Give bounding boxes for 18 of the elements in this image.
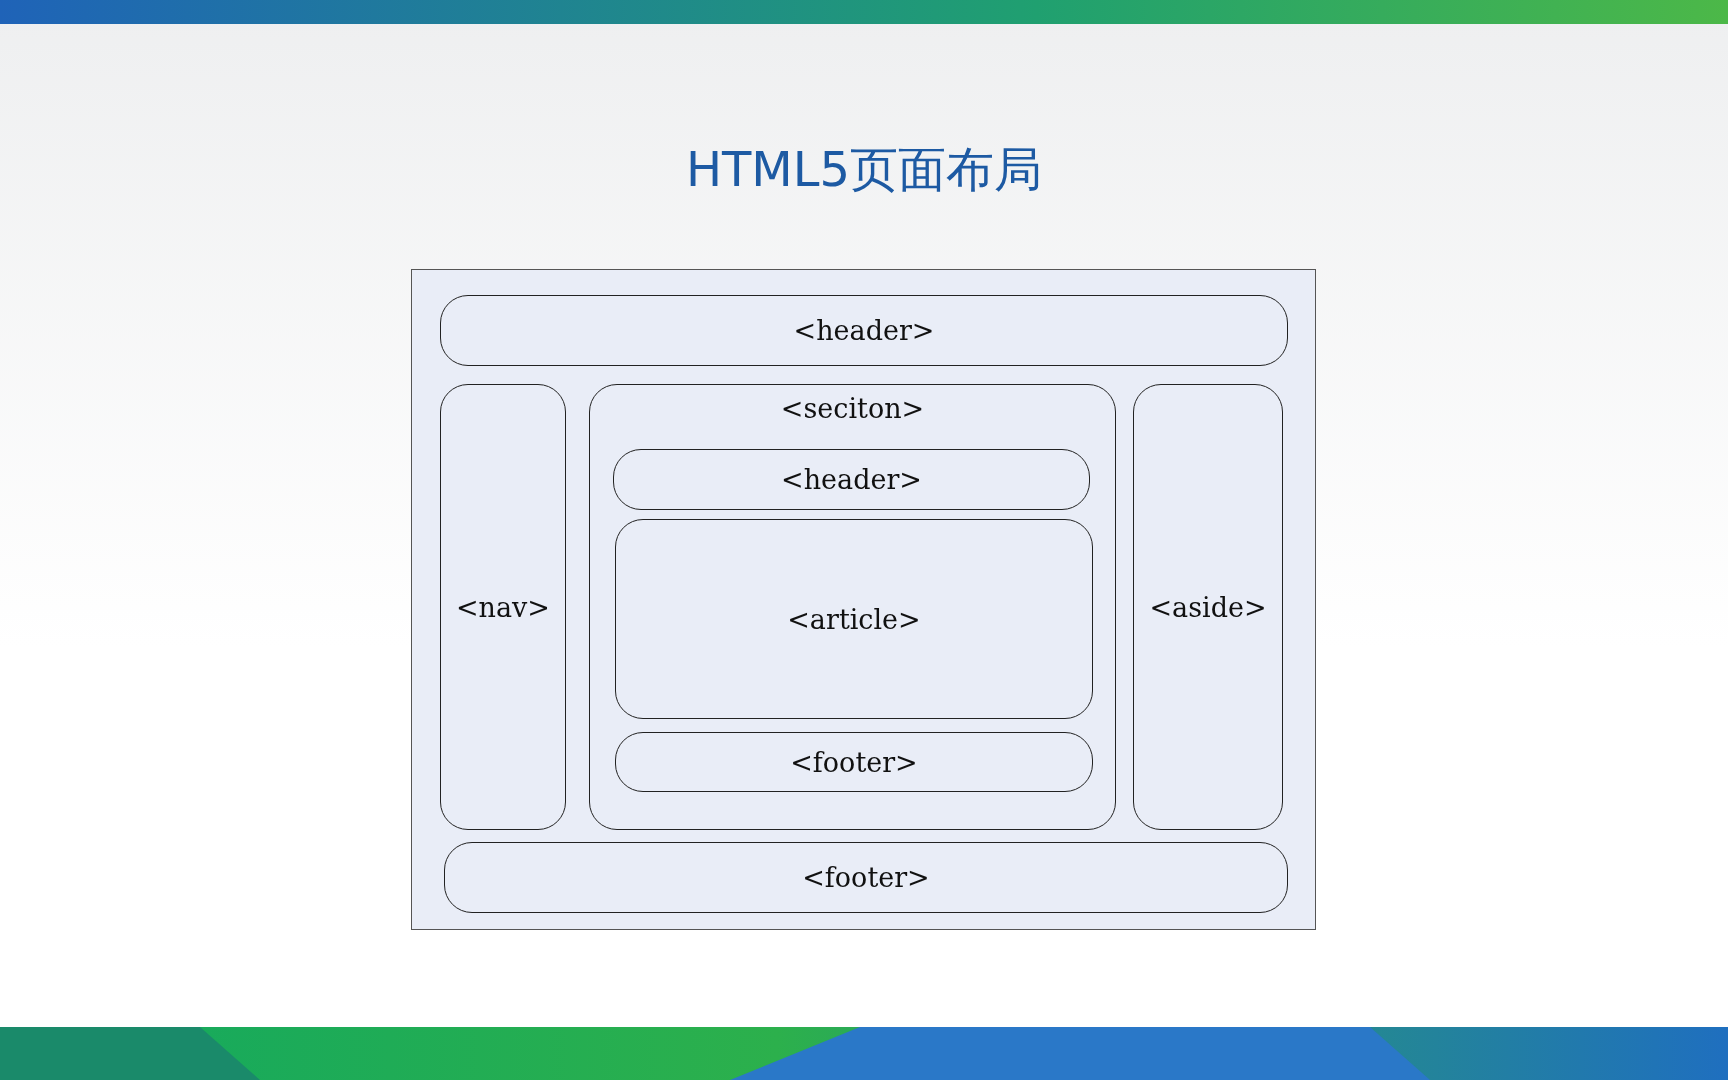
tag-label: <nav> [456,591,550,623]
layout-box [440,384,566,830]
tag-label: <aside> [1149,591,1267,623]
section-heading: <seciton> [780,393,925,424]
page-frame [411,269,1316,930]
tag-label: <footer> [802,862,930,893]
tag-label: <footer> [790,746,918,778]
layout-box [613,449,1090,510]
layout-box [615,519,1093,719]
layout-box [444,842,1288,913]
section-box [589,384,1116,830]
tag-label: <article> [787,603,921,635]
layout-box [615,732,1093,792]
layout-box [440,295,1288,366]
tag-label: <header> [781,464,922,495]
tag-label: <header> [793,315,935,346]
layout-box [1133,384,1283,830]
title: HTML5页面布局 [684,140,1044,199]
